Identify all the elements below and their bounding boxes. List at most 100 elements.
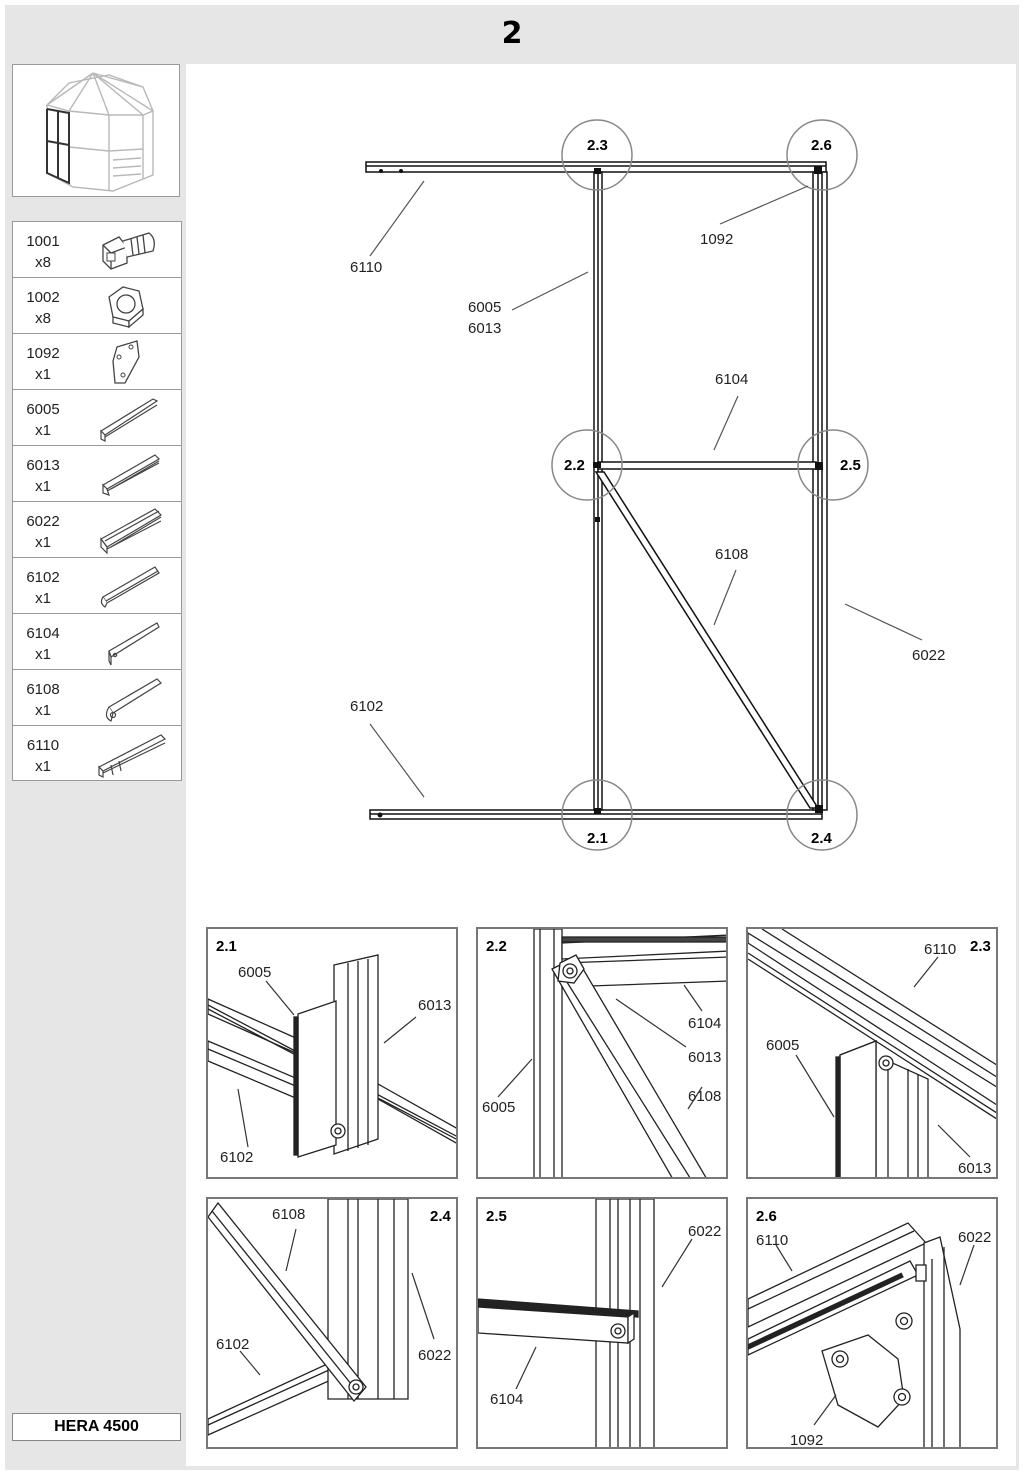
detail-2-1-labels: 2.1 6005 6013 6102: [216, 938, 451, 1166]
part-code: 1001: [26, 233, 60, 250]
detail-2-4-labels: 2.4 6108 6102 6022: [216, 1206, 452, 1364]
part-1092: 1092 x1: [12, 333, 182, 389]
label-6102: 6102: [220, 1149, 253, 1166]
part-code: 6013: [26, 457, 60, 474]
frame-profiles: [365, 161, 828, 820]
detail-2-1-drawing: [208, 954, 456, 1158]
part-6013: 6013 x1: [12, 445, 182, 501]
callout-circle-2-6: [786, 119, 858, 191]
part-code: 1092: [26, 345, 60, 362]
part-qty: x1: [35, 422, 51, 439]
callout-2-6: 2.6: [811, 137, 832, 154]
part-qty: x8: [35, 254, 51, 271]
part-qty: x1: [35, 590, 51, 607]
part-qty: x1: [35, 758, 51, 775]
profile-icon: [105, 678, 162, 722]
detail-title: 2.3: [970, 938, 991, 955]
label-6110: 6110: [350, 259, 382, 276]
label-6013: 6013: [418, 997, 451, 1014]
part-6108: 6108 x1: [12, 669, 182, 725]
part-6102: 6102 x1: [12, 557, 182, 613]
label-6108: 6108: [272, 1206, 305, 1223]
part-qty: x1: [35, 702, 51, 719]
label-6104: 6104: [688, 1015, 721, 1032]
profile-icon: [100, 566, 160, 608]
callout-2-3: 2.3: [587, 137, 608, 154]
callout-2-1: 2.1: [587, 830, 608, 847]
detail-2-3: 2.3 6110 6005 6013: [746, 927, 998, 1179]
label-6102: 6102: [350, 698, 383, 715]
detail-2-3-drawing: [748, 929, 996, 1177]
part-code: 6005: [26, 401, 60, 418]
callout-circle-2-1: [561, 779, 633, 851]
callout-2-2: 2.2: [564, 457, 585, 474]
profile-icon: [100, 398, 159, 442]
detail-2-4-drawing: [208, 1199, 435, 1436]
part-1001: 1001 x8: [12, 221, 182, 277]
label-6022: 6022: [688, 1223, 721, 1240]
profile-icon: [100, 508, 162, 555]
part-qty: x1: [35, 534, 51, 551]
detail-title: 2.6: [756, 1208, 777, 1225]
detail-2-6-drawing: [748, 1222, 975, 1447]
label-6022: 6022: [418, 1347, 451, 1364]
part-6005: 6005 x1: [12, 389, 182, 445]
label-6005: 6005: [238, 964, 271, 981]
part-code: 6102: [26, 569, 60, 586]
detail-2-6: 2.6 6110 6022 1092: [746, 1197, 998, 1449]
callout-2-4: 2.4: [811, 830, 833, 847]
label-6102: 6102: [216, 1336, 249, 1353]
step-header: 2: [5, 5, 1019, 62]
greenhouse-thumbnail: [12, 64, 180, 197]
callout-2-5: 2.5: [840, 457, 861, 474]
callout-circle-2-3: [561, 119, 633, 191]
right-post: [812, 171, 828, 811]
label-6110: 6110: [756, 1232, 788, 1249]
bolt-icon: [102, 232, 155, 270]
callout-circle-2-4: [786, 779, 858, 851]
detail-title: 2.4: [430, 1208, 452, 1225]
part-qty: x1: [35, 366, 51, 383]
detail-2-1: 2.1 6005 6013 6102: [206, 927, 458, 1179]
label-6104: 6104: [715, 371, 748, 388]
model-name: HERA 4500: [12, 1413, 181, 1441]
label-6108: 6108: [715, 546, 748, 563]
callout-circle-2-5: [797, 429, 869, 501]
detail-2-2: 2.2 6104 6013 6005 6108: [476, 927, 728, 1179]
part-code: 6104: [26, 625, 60, 642]
detail-2-6-labels: 2.6 6110 6022 1092: [756, 1208, 991, 1447]
label-6110: 6110: [924, 941, 956, 958]
detail-2-5: 2.5 6022 6104: [476, 1197, 728, 1449]
frame-assembly-diagram: 6110 1092 6005 6013 6104 6108 6022 6102 …: [350, 119, 945, 851]
greenhouse-icon: [46, 72, 154, 192]
detail-2-5-labels: 2.5 6022 6104: [486, 1208, 721, 1408]
part-qty: x1: [35, 478, 51, 495]
label-6013: 6013: [958, 1160, 991, 1177]
part-code: 6022: [26, 513, 60, 530]
part-code: 1002: [26, 289, 60, 306]
part-code: 6108: [26, 681, 60, 698]
label-6022: 6022: [958, 1229, 991, 1246]
part-qty: x1: [35, 646, 51, 663]
leader-lines: [369, 180, 923, 798]
detail-title: 2.2: [486, 938, 507, 955]
label-6022: 6022: [912, 647, 945, 664]
detail-callout-circles: [551, 119, 869, 851]
profile-icon: [108, 622, 160, 666]
label-1092: 1092: [700, 231, 733, 248]
label-6005: 6005: [766, 1037, 799, 1054]
part-6104: 6104 x1: [12, 613, 182, 669]
detail-title: 2.1: [216, 938, 237, 955]
profile-icon: [102, 454, 160, 496]
nut-icon: [108, 286, 144, 329]
label-6005: 6005: [468, 299, 501, 316]
step-number: 2: [501, 16, 523, 51]
label-6108: 6108: [688, 1088, 721, 1105]
label-6104: 6104: [490, 1391, 523, 1408]
cross-bar: [597, 461, 817, 470]
label-6005: 6005: [482, 1099, 515, 1116]
